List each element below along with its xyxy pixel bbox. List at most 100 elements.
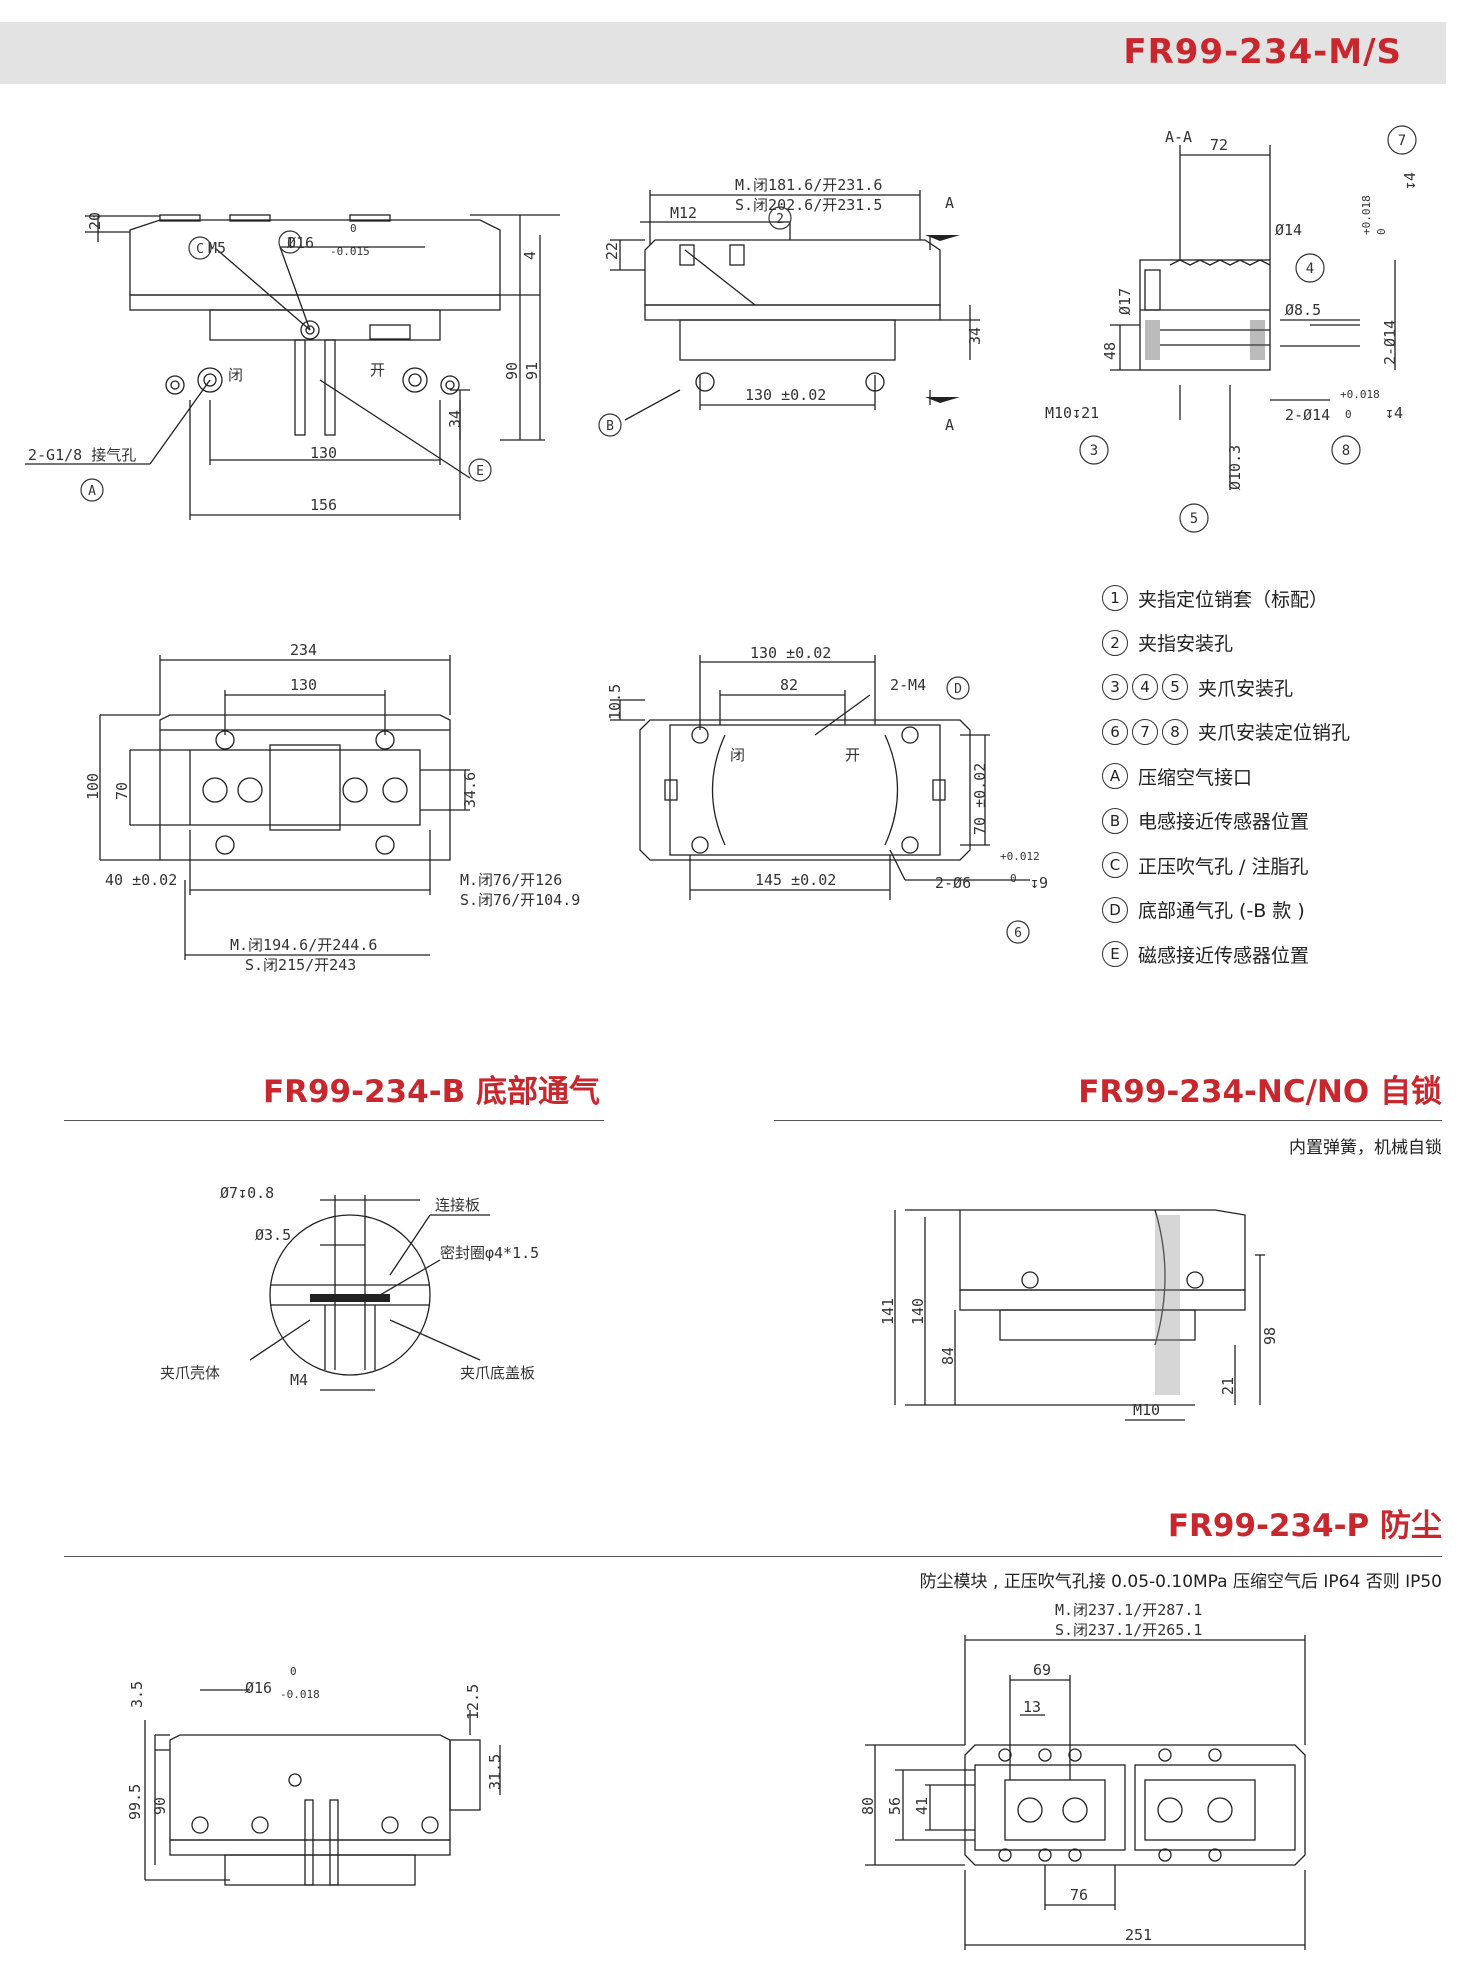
dimension-label: Ø3.5 [255, 1226, 291, 1244]
dimension-label: D [954, 682, 962, 697]
dimension-label: 34.6 [461, 772, 479, 808]
dimension-label: M.闭237.1/开287.1 [1055, 1601, 1202, 1619]
dimension-label: 21 [1219, 1377, 1237, 1395]
p-top-drawing: M.闭237.1/开287.1 S.闭237.1/开265.1 69 13 80… [859, 1601, 1306, 1950]
section-rule-b [64, 1120, 604, 1121]
dimension-label: A [945, 194, 954, 212]
dimension-label: 99.5 [126, 1784, 144, 1820]
dimension-label: 234 [290, 641, 317, 659]
dimension-label: S.闭76/开104.9 [460, 891, 580, 909]
dimension-label: 100 [84, 773, 102, 800]
dimension-label: 90 [503, 362, 521, 380]
dimension-label: ↧4 [1401, 172, 1419, 190]
dimension-label: 夹爪壳体 [160, 1364, 220, 1382]
top-view-drawing: 234 130 100 70 34.6 40 ±0.02 M.闭76/开126 … [84, 641, 580, 974]
dimension-label: A [88, 484, 96, 499]
dimension-label: 12.5 [464, 1684, 482, 1720]
dimension-label: 夹爪底盖板 [460, 1364, 535, 1382]
bottom-view-drawing: 130 ±0.02 82 10.5 2-M4 闭 开 70 ±0.02 145 … [606, 644, 1048, 944]
legend-text: 夹爪安装定位销孔 [1198, 722, 1351, 745]
dimension-label: 1 [286, 236, 294, 251]
legend-badge: 2 [1102, 629, 1128, 656]
dimension-label: 70 [113, 782, 131, 800]
dimension-label: 6 [1014, 926, 1022, 941]
dimension-label: 145 ±0.02 [755, 871, 836, 889]
dimension-label: B [606, 419, 614, 434]
legend-row: B 电感接近传感器位置 [1102, 799, 1350, 844]
dimension-label: M4 [290, 1371, 308, 1389]
dimension-label: M.闭194.6/开244.6 [230, 936, 377, 954]
legend-text: 夹指安装孔 [1138, 633, 1234, 656]
dimension-label: 56 [886, 1797, 904, 1815]
dimension-label: A-A [1165, 128, 1192, 146]
dimension-label: S.闭215/开243 [245, 956, 356, 974]
section-subtitle-nc: 内置弹簧，机械自锁 [1289, 1138, 1442, 1158]
dimension-label: 3.5 [128, 1681, 146, 1708]
dimension-label: 开 [370, 361, 385, 379]
dimension-label: 2-Ø14 [1285, 406, 1330, 424]
dimension-label: 90 [151, 1797, 169, 1815]
dimension-label: S.闭237.1/开265.1 [1055, 1621, 1202, 1639]
section-rule-p [64, 1556, 1442, 1557]
dimension-label: 2-M4 [890, 676, 926, 694]
dimension-label: 连接板 [435, 1196, 480, 1214]
dimension-label: M12 [670, 204, 697, 222]
dimension-label: 0 [290, 1665, 297, 1678]
dimension-label: 130 [290, 676, 317, 694]
legend-badge: 3 [1102, 674, 1128, 701]
legend-text: 底部通气孔 (-B 款 ) [1138, 900, 1305, 923]
legend-badge: 7 [1132, 718, 1158, 745]
dimension-label: 闭 [228, 366, 243, 384]
section-title-p: FR99-234-P 防尘 [1167, 1508, 1442, 1544]
legend-badge: 8 [1162, 718, 1188, 745]
dimension-label: 0 [1345, 408, 1352, 421]
dimension-label: 80 [859, 1797, 877, 1815]
dimension-label: 41 [913, 1797, 931, 1815]
dimension-label: 2-Ø14 [1381, 320, 1399, 365]
legend-text: 夹爪安装孔 [1198, 677, 1294, 700]
dimension-label: S.闭202.6/开231.5 [735, 196, 882, 214]
dimension-label: Ø17 [1116, 288, 1134, 315]
front-view-drawing: 20 M5 Ø16 0 -0.015 4 90 91 34 闭 开 2-G1/8… [25, 212, 560, 520]
section-title-nc: FR99-234-NC/NO 自锁 [1078, 1074, 1442, 1110]
dimension-label: 130 ±0.02 [750, 644, 831, 662]
page-title: FR99-234-M/S [1123, 32, 1402, 72]
dimension-label: 0 [350, 222, 357, 235]
dimension-label: A [945, 416, 954, 434]
dimension-label: 密封圈φ4*1.5 [440, 1244, 539, 1262]
dimension-label: ↧4 [1385, 404, 1403, 422]
legend-badge: C [1102, 852, 1128, 879]
dimension-label: 76 [1070, 1886, 1088, 1904]
legend-badge: 5 [1162, 674, 1188, 701]
dimension-label: 2-Ø6 [935, 874, 971, 892]
legend-text: 正压吹气孔 / 注脂孔 [1138, 855, 1309, 878]
legend-row: 2 夹指安装孔 [1102, 621, 1350, 666]
dimension-label: 70 ±0.02 [971, 763, 989, 835]
legend-badge: 4 [1132, 674, 1158, 701]
legend-text: 电感接近传感器位置 [1138, 811, 1310, 834]
section-aa-drawing: A-A 72 Ø14 Ø17 Ø8.5 48 M10↧21 2-Ø14 +0.0… [1045, 125, 1419, 533]
legend-badge: A [1102, 763, 1128, 790]
dimension-label: 8 [1342, 443, 1350, 459]
dimension-label: 34 [446, 410, 464, 428]
section-subtitle-p: 防尘模块 , 正压吹气孔接 0.05-0.10MPa 压缩空气后 IP64 否则… [919, 1572, 1442, 1592]
dimension-label: Ø8.5 [1285, 301, 1321, 319]
dimension-label: 34 [966, 327, 984, 345]
legend-badge: B [1102, 807, 1128, 834]
dimension-label: 130 ±0.02 [745, 386, 826, 404]
dimension-label: 31.5 [486, 1754, 504, 1790]
dimension-label: 72 [1210, 136, 1228, 154]
label-port: 2-G1/8 接气孔 [28, 446, 136, 464]
dimension-label: +0.018 [1340, 388, 1380, 401]
dimension-label: C [196, 242, 204, 257]
dimension-label: 140 [909, 1298, 927, 1325]
dimension-label: M.闭76/开126 [460, 871, 562, 889]
dimension-label: 2 [776, 212, 784, 227]
p-front-drawing: 3.5 Ø16 0 -0.018 12.5 31.5 99.5 90 [126, 1665, 504, 1886]
